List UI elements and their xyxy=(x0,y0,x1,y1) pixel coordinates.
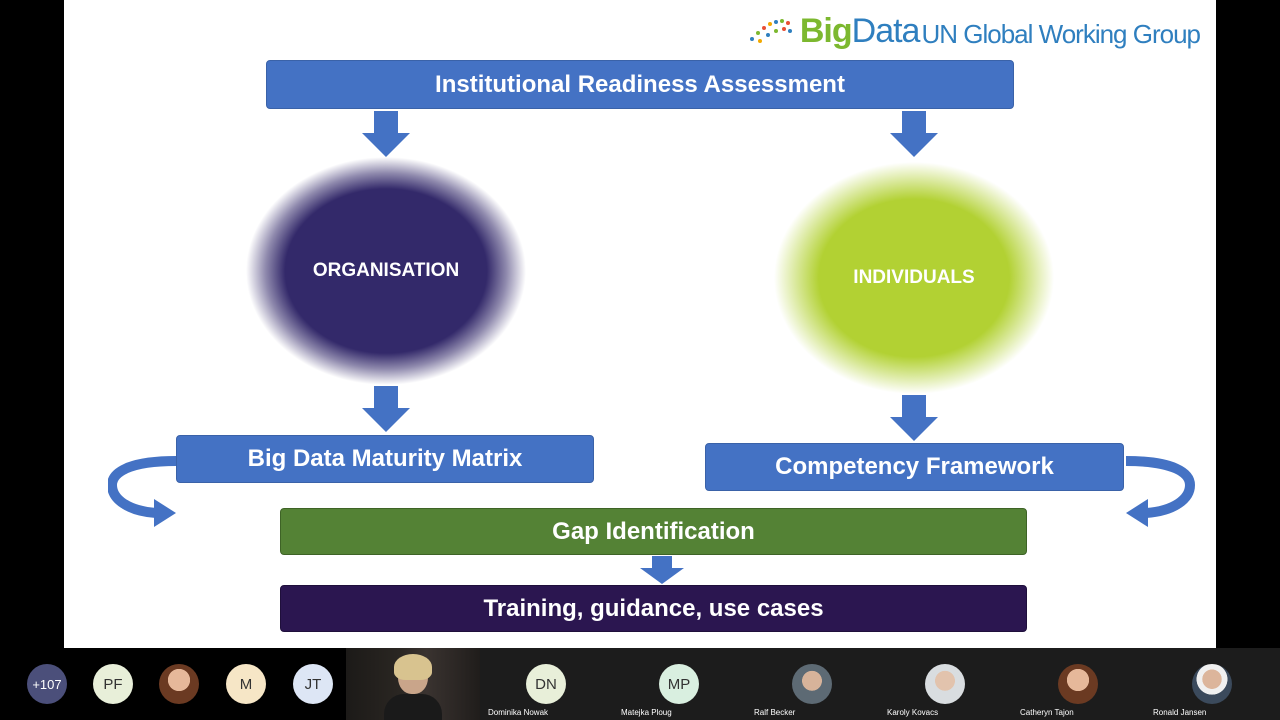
participant-name: Catheryn Tajon xyxy=(1020,708,1074,717)
participant-tile[interactable]: MP Matejka Ploug xyxy=(613,648,746,720)
participant-avatar[interactable]: PF xyxy=(93,664,133,704)
maturity-matrix-box: Big Data Maturity Matrix xyxy=(176,435,594,483)
logo-dots-icon xyxy=(748,17,794,47)
curved-arrow-right-icon xyxy=(1125,456,1196,527)
participant-photo xyxy=(1192,664,1232,704)
participant-name: Matejka Ploug xyxy=(621,708,672,717)
participant-name: Ralf Becker xyxy=(754,708,796,717)
arrow-down-icon xyxy=(362,111,410,157)
gap-identification-box: Gap Identification xyxy=(280,508,1027,555)
curved-arrow-left-icon xyxy=(108,456,177,527)
organisation-label: ORGANISATION xyxy=(312,260,460,281)
training-guidance-box: Training, guidance, use cases xyxy=(280,585,1027,632)
individuals-label: INDIVIDUALS xyxy=(853,267,975,288)
competency-framework-box: Competency Framework xyxy=(705,443,1124,491)
participant-photo xyxy=(792,664,832,704)
participant-avatar[interactable]: JT xyxy=(293,664,333,704)
arrow-down-icon xyxy=(362,386,410,432)
participant-strip: +107 PF M JT DN Dominika Nowak MP Matejk… xyxy=(0,648,1280,720)
logo-rest: UN Global Working Group xyxy=(921,19,1201,49)
logo-data: Data xyxy=(851,12,921,50)
participant-tile[interactable]: DN Dominika Nowak xyxy=(480,648,613,720)
participant-tile[interactable]: Catheryn Tajon xyxy=(1012,648,1145,720)
participant-photo xyxy=(1058,664,1098,704)
participant-tile[interactable]: Ronald Jansen xyxy=(1145,648,1280,720)
arrow-down-icon xyxy=(640,556,684,584)
participant-name: Karoly Kovacs xyxy=(887,708,939,717)
logo-big: Big xyxy=(799,12,853,50)
organisation-circle: ORGANISATION xyxy=(246,157,526,385)
speaker-body xyxy=(384,694,442,720)
participant-tile[interactable]: Karoly Kovacs xyxy=(879,648,1012,720)
individuals-circle: INDIVIDUALS xyxy=(774,162,1054,394)
participant-avatar: MP xyxy=(659,664,699,704)
participant-photo xyxy=(925,664,965,704)
participant-photo[interactable] xyxy=(159,664,199,704)
speaker-hair xyxy=(394,654,432,680)
arrow-down-icon xyxy=(890,395,938,441)
participant-name: Ronald Jansen xyxy=(1153,708,1207,717)
more-participants-button[interactable]: +107 xyxy=(27,664,67,704)
arrow-down-icon xyxy=(890,111,938,157)
participant-avatar: DN xyxy=(526,664,566,704)
active-speaker-video[interactable] xyxy=(346,648,480,720)
participant-name: Dominika Nowak xyxy=(488,708,549,717)
institutional-readiness-box: Institutional Readiness Assessment xyxy=(266,60,1014,109)
participant-tile[interactable]: Ralf Becker xyxy=(746,648,879,720)
participant-avatar[interactable]: M xyxy=(226,664,266,704)
